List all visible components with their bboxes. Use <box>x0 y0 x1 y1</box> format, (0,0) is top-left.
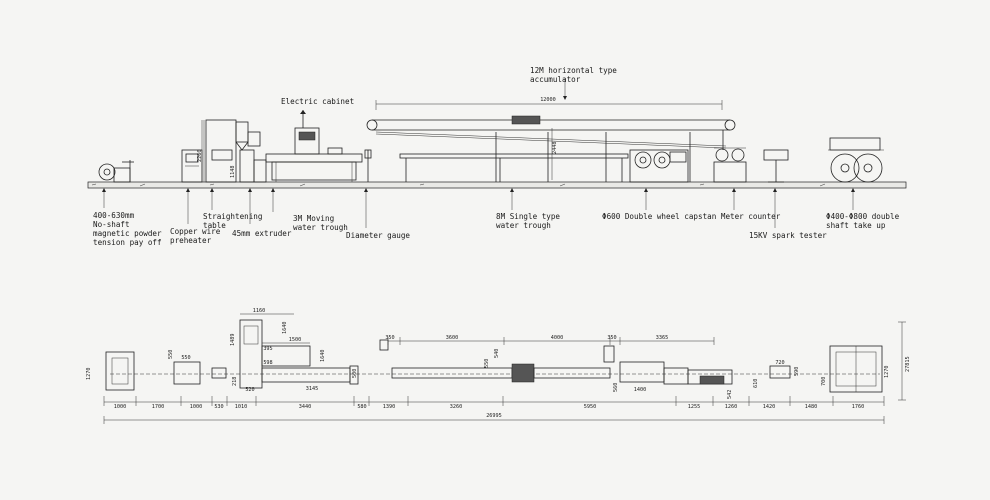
dim-chain: 1010 <box>235 404 248 410</box>
label-moving-trough-1: 3M Moving <box>293 214 334 223</box>
dim-detail: 560 <box>613 383 619 392</box>
dim-top: 3600 <box>446 335 459 341</box>
dim-chain: 1000 <box>190 404 203 410</box>
dim-detail: 610 <box>753 379 759 388</box>
electric-cabinet <box>294 110 320 155</box>
dim-accum-height: 2448 <box>552 142 558 155</box>
dim-chain: 1480 <box>805 404 818 410</box>
dim-detail: 1640 <box>320 350 326 363</box>
machine-labels: 12M horizontal type accumulator Electric… <box>93 66 900 247</box>
diameter-gauge <box>364 149 372 182</box>
dim-detail: 598 <box>263 360 272 366</box>
dim-detail: 1270 <box>86 368 92 381</box>
dim-chain: 580 <box>357 404 366 410</box>
dim-top: 1500 <box>289 337 302 343</box>
dim-detail: 700 <box>821 377 827 386</box>
dim-detail: 550 <box>484 359 490 368</box>
top-dimension-chain: 1160 1500 350 3600 4000 350 3365 <box>240 308 715 345</box>
label-accumulator-1: 12M horizontal type <box>530 66 617 75</box>
plan-view: 1160 1500 350 3600 4000 350 3365 550 550… <box>86 308 911 424</box>
dim-detail: 3145 <box>306 386 319 392</box>
takeup-machine <box>828 137 884 183</box>
dim-chain: 1760 <box>852 404 865 410</box>
label-spark-tester: 15KV spark tester <box>749 231 827 240</box>
dim-detail: 1400 <box>634 387 647 393</box>
label-electric-cabinet: Electric cabinet <box>281 97 354 106</box>
dim-chain: 1700 <box>152 404 165 410</box>
label-diameter-gauge: Diameter gauge <box>346 231 410 240</box>
dim-extruder-height: 1148 <box>230 166 236 179</box>
label-extruder: 45mm extruder <box>232 229 292 238</box>
detail-dimensions: 550 550 1640 1640 1489 395 598 520 3145 … <box>86 322 890 400</box>
dim-detail: 542 <box>727 390 733 399</box>
dim-detail: 550 <box>168 350 174 359</box>
dim-chain: 3440 <box>299 404 312 410</box>
label-moving-trough-2: water trough <box>293 223 348 232</box>
extruder-machine <box>201 119 267 183</box>
dim-detail: 1270 <box>884 366 890 379</box>
dim-detail: 590 <box>794 367 800 376</box>
dim-detail: 550 <box>181 355 190 361</box>
label-single-trough-1: 8M Single type <box>496 212 560 221</box>
dim-chain: 1000 <box>114 404 127 410</box>
dim-top: 4000 <box>551 335 564 341</box>
meter-counter <box>713 147 747 183</box>
label-single-trough-2: water trough <box>496 221 551 230</box>
dim-chain: 1420 <box>763 404 776 410</box>
single-water-trough <box>399 153 629 182</box>
label-preheater-1: Copper wire <box>170 227 221 236</box>
dim-chain: 1390 <box>383 404 396 410</box>
accumulator-machine <box>366 115 736 182</box>
payoff-machine <box>98 160 134 183</box>
dim-top: 3365 <box>656 335 669 341</box>
dim-detail: 1489 <box>230 334 236 347</box>
label-accumulator-2: accumulator <box>530 75 581 84</box>
elevation-dimensions: 12000 2448 2260 1148 <box>197 97 723 182</box>
dim-chain: 1260 <box>725 404 738 410</box>
leaders <box>102 78 855 228</box>
moving-water-trough <box>265 147 363 182</box>
dim-top: 350 <box>607 335 616 341</box>
label-takeup-1: Φ400-Φ800 double <box>826 212 900 221</box>
dim-top: 350 <box>385 335 394 341</box>
label-payoff-4: tension pay off <box>93 238 162 247</box>
dim-detail: 1640 <box>282 322 288 335</box>
capstan-machine <box>629 149 689 183</box>
dim-chain: 5950 <box>584 404 597 410</box>
dim-detail: 540 <box>494 349 500 358</box>
spark-tester <box>763 149 789 183</box>
dim-chain: 3260 <box>450 404 463 410</box>
dim-detail: 720 <box>775 360 784 366</box>
bottom-dimension-chain: 1000 1700 1000 530 1010 3440 580 1390 32… <box>103 321 911 424</box>
label-payoff-3: magnetic powder <box>93 229 162 238</box>
label-payoff-2: No-shaft <box>93 220 130 229</box>
dim-right-side: 27815 <box>905 356 911 372</box>
label-straightening-1: Straightening <box>203 212 262 221</box>
floor-slab <box>87 181 907 189</box>
dim-detail: 395 <box>263 346 272 352</box>
dim-detail: 520 <box>245 387 254 393</box>
dim-top: 1160 <box>253 308 266 314</box>
dim-accum-length: 12000 <box>540 97 556 103</box>
label-payoff-1: 400-630mm <box>93 211 135 220</box>
dim-detail: 218 <box>232 377 238 386</box>
dim-preheater-height: 2260 <box>197 150 203 163</box>
elevation-view: 12000 2448 2260 1148 <box>87 66 907 247</box>
dim-total: 26995 <box>486 413 502 419</box>
dim-detail: 500 <box>352 369 358 378</box>
dim-chain: 1255 <box>688 404 701 410</box>
dim-chain: 530 <box>214 404 223 410</box>
plan-equipment <box>105 319 883 393</box>
label-capstan-meter: Φ600 Double wheel capstan Meter counter <box>602 212 781 221</box>
label-straightening-2: table <box>203 221 226 230</box>
label-takeup-2: shaft take up <box>826 221 886 230</box>
label-preheater-2: preheater <box>170 236 212 245</box>
